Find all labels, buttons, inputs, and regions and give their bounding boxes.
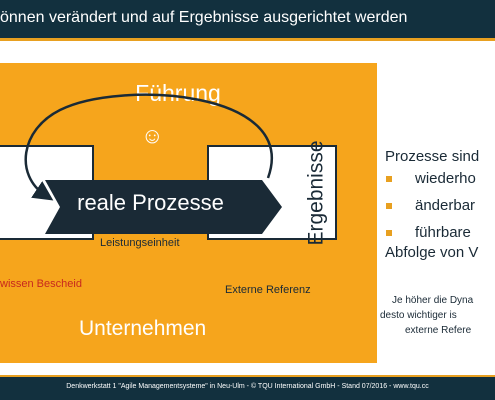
- side-title: Prozesse sind: [385, 148, 480, 165]
- list-item: wiederho: [385, 170, 476, 197]
- ergebnisse-label: Ergebnisse: [305, 139, 328, 246]
- list-item: führbare: [385, 224, 476, 251]
- externe-referenz-label: Externe Referenz: [225, 284, 311, 296]
- side-note: Je höher die Dyna desto wichtiger is ext…: [380, 293, 495, 338]
- list-item-text: wiederho: [415, 170, 476, 187]
- note-line: externe Refere: [405, 325, 472, 336]
- wissen-bescheid-label: wissen Bescheid: [0, 278, 82, 290]
- side-bullet-list: wiederho änderbar führbare: [385, 170, 476, 251]
- unternehmen-label: Unternehmen: [79, 317, 207, 340]
- footer-bar: Denkwerkstatt 1 "Agile Managementsysteme…: [0, 375, 495, 400]
- side-tail: Abfolge von V: [385, 244, 479, 261]
- bullet-icon: [386, 230, 392, 236]
- list-item-text: führbare: [415, 224, 471, 241]
- leistungseinheit-label: Leistungseinheit: [100, 237, 180, 249]
- title-bar: önnen verändert und auf Ergebnisse ausge…: [0, 0, 495, 41]
- note-line: Je höher die Dyna: [392, 295, 474, 306]
- fuehrung-label: Führung: [135, 80, 221, 106]
- smiley-icon: ☺: [141, 123, 164, 148]
- bullet-icon: [386, 203, 392, 209]
- list-item: änderbar: [385, 197, 476, 224]
- note-line: desto wichtiger is: [380, 310, 457, 321]
- ergebnisse-label-wrap: Ergebnisse: [298, 140, 336, 245]
- footer-text: Denkwerkstatt 1 "Agile Managementsysteme…: [66, 383, 429, 390]
- process-label: reale Prozesse: [77, 190, 224, 215]
- bullet-icon: [386, 176, 392, 182]
- slide-title: önnen verändert und auf Ergebnisse ausge…: [0, 9, 408, 26]
- list-item-text: änderbar: [415, 197, 476, 214]
